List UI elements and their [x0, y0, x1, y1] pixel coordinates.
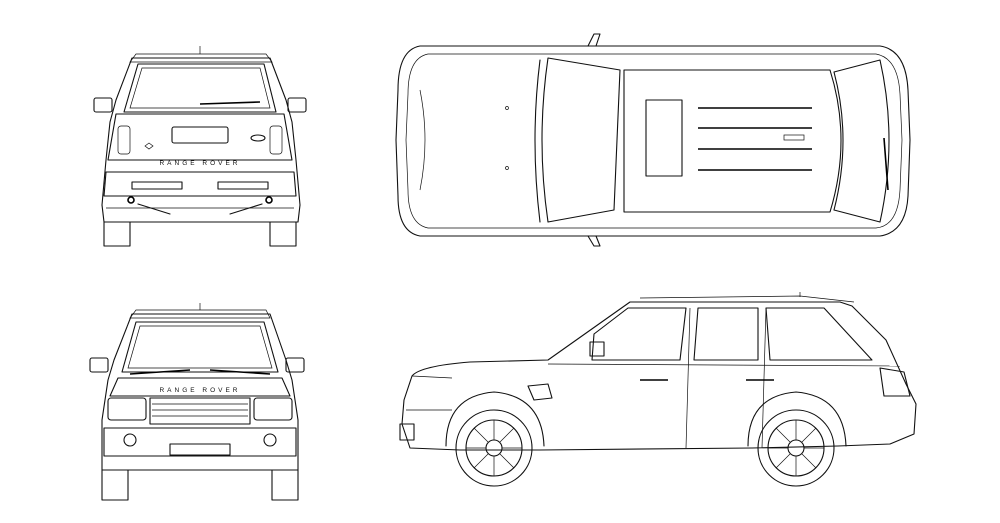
mirror-right [287, 97, 307, 113]
side-view [399, 292, 917, 487]
mirror-left [93, 97, 113, 113]
rear-wheel [757, 409, 835, 487]
rear-badge-text: RANGE ROVER [159, 160, 240, 167]
license-plate-rear [171, 126, 229, 144]
license-plate-front [169, 443, 231, 456]
front-view: RANGE ROVER [89, 303, 305, 501]
logo-oval-rear [250, 134, 266, 142]
top-view [395, 33, 911, 247]
mirror-left-front [89, 357, 109, 373]
front-badge-text: RANGE ROVER [159, 387, 240, 394]
front-wheel [455, 409, 533, 487]
front-grille [149, 397, 251, 425]
mirror-right-front [285, 357, 305, 373]
sunroof [645, 99, 683, 177]
rear-view: RANGE ROVER [93, 46, 307, 247]
